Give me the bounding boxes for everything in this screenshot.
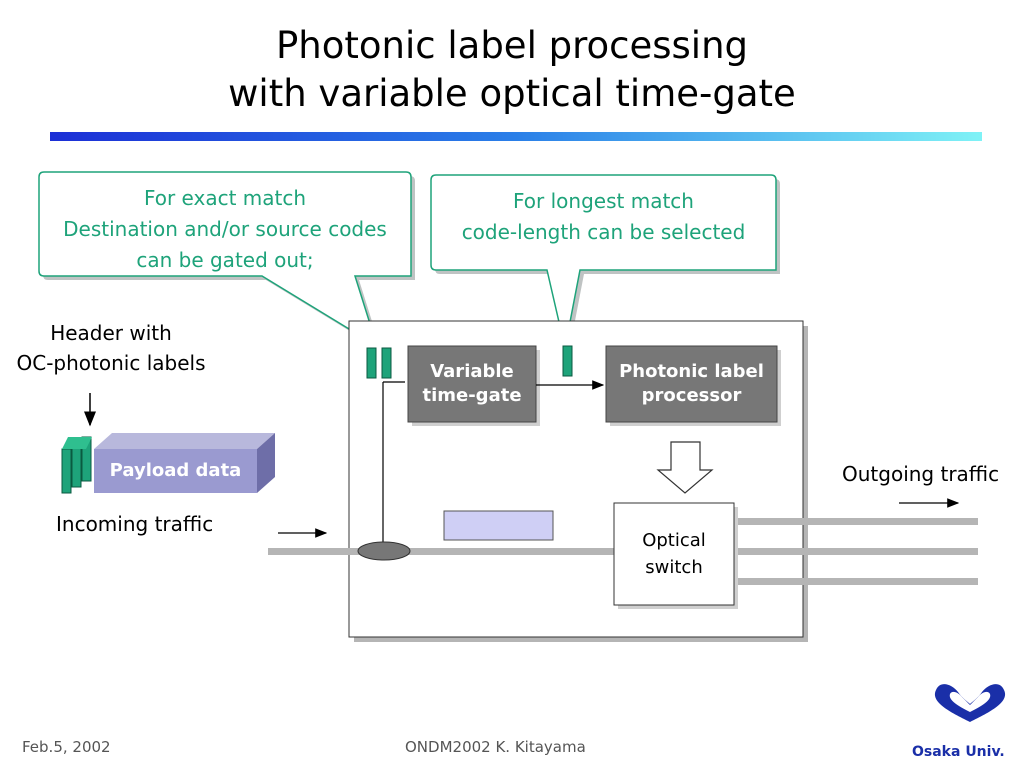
processor-line-1: Photonic label (619, 361, 764, 382)
header-label-line-2: OC-photonic labels (16, 351, 206, 375)
callout-longest-match-text: For longest match code-length can be sel… (431, 186, 776, 248)
time-gate-line-1: Variable (430, 361, 514, 382)
incoming-traffic-label: Incoming traffic (56, 512, 214, 536)
callout-exact-line-2: Destination and/or source codes (63, 217, 387, 241)
osaka-univ-logo-icon (934, 684, 1006, 722)
outgoing-fiber-2 (734, 548, 978, 555)
title-line-1: Photonic label processing (275, 24, 749, 67)
callout-longest-match (430, 174, 780, 352)
time-gate-box (407, 345, 540, 426)
gate-bar-2 (381, 347, 392, 379)
gate-bar-3 (562, 345, 573, 377)
footer-date: Feb.5, 2002 (22, 738, 111, 756)
gate-bar-1 (366, 347, 377, 379)
payload-block-side (257, 433, 275, 493)
switch-line-1: Optical (642, 530, 706, 551)
label-slab-2 (71, 442, 82, 488)
callout-longest-line-1: For longest match (513, 189, 694, 213)
optical-switch-box (613, 502, 738, 609)
incoming-fiber (268, 548, 614, 555)
incoming-packet (61, 433, 275, 494)
payload-block-front (94, 449, 257, 493)
title-gradient-bar (50, 132, 982, 141)
outgoing-traffic-label: Outgoing traffic (842, 462, 1000, 486)
optical-coupler (357, 541, 411, 561)
header-label: Header with OC-photonic labels (0, 318, 222, 378)
title-line-2: with variable optical time-gate (228, 72, 796, 115)
label-slab-1 (61, 448, 72, 494)
slide-title: Photonic label processing with variable … (0, 22, 1024, 118)
callout-exact-match-text: For exact match Destination and/or sourc… (39, 183, 411, 276)
logo-text: Osaka Univ. (912, 744, 1005, 760)
switch-line-2: switch (645, 557, 703, 578)
control-down-arrow (656, 441, 714, 494)
time-gate-line-2: time-gate (422, 385, 522, 406)
payload-label: Payload data (109, 460, 242, 481)
callout-exact-match (38, 171, 415, 350)
outgoing-fiber-3 (734, 578, 978, 585)
outgoing-fiber-1 (734, 518, 978, 525)
label-processor-box (605, 345, 781, 426)
processor-line-2: processor (641, 385, 742, 406)
packet-in-transit (443, 510, 554, 541)
footer-conference: ONDM2002 K. Kitayama (405, 738, 586, 756)
callout-longest-line-2: code-length can be selected (461, 220, 746, 244)
callout-exact-line-3: can be gated out; (136, 248, 314, 272)
callout-exact-line-1: For exact match (143, 186, 307, 210)
time-gate-label: Variable time-gate (408, 346, 536, 422)
payload-block-top (94, 433, 275, 449)
optical-switch-label: Optical switch (614, 527, 734, 581)
label-processor-label: Photonic label processor (606, 346, 777, 422)
header-label-line-1: Header with (50, 321, 172, 345)
